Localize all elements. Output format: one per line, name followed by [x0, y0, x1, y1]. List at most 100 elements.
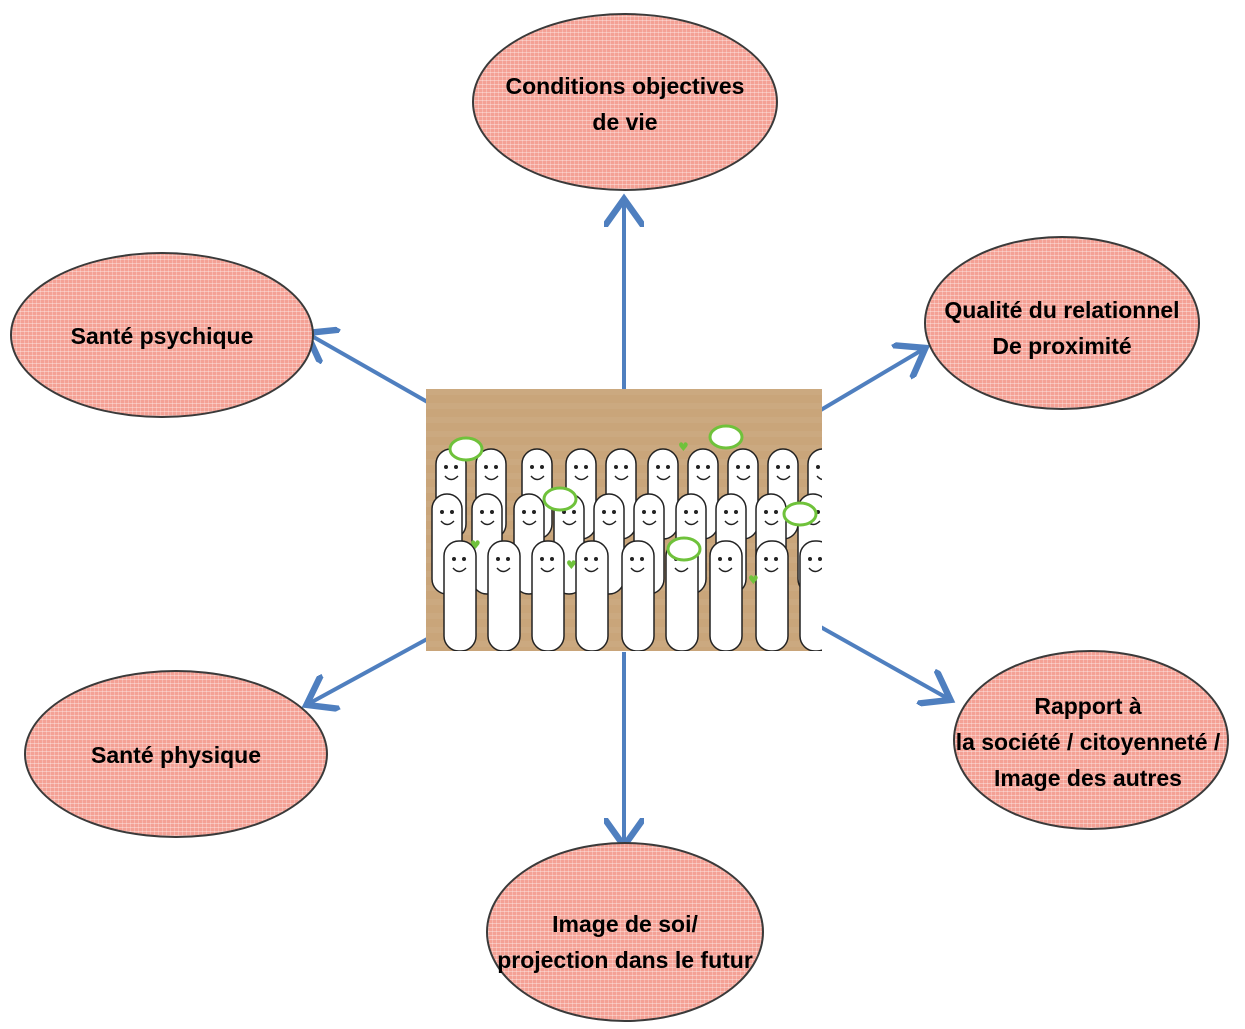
person-smile [602, 520, 617, 526]
person-eye [462, 557, 466, 561]
node-left-lower-ellipse [24, 670, 328, 838]
person-eye [808, 557, 812, 561]
node-top-label: Conditions objectives de vie [472, 68, 778, 140]
person-smile [484, 475, 499, 481]
person-smile [630, 567, 645, 573]
node-right-upper-ellipse [924, 236, 1200, 410]
person-eye [440, 510, 444, 514]
person-eye [484, 465, 488, 469]
node-bottom-label: Image de soi/ projection dans le futur [480, 906, 770, 978]
person-eye [736, 465, 740, 469]
person-eye [642, 510, 646, 514]
node-bottom-line-1: Image de soi/ [552, 911, 698, 937]
crowd-illustration-icon: ♥ ♥ ♥ ♥ [426, 389, 822, 651]
person-eye [718, 557, 722, 561]
photo-texture-stripe [426, 431, 822, 437]
speech-bubble-icon [782, 501, 818, 527]
arrow-to-left-lower [310, 630, 441, 703]
person-eye [774, 557, 778, 561]
person-eye [764, 557, 768, 561]
person-smile [614, 475, 629, 481]
person-smile [642, 520, 657, 526]
node-right-upper-line-1: Qualité du relationnel [944, 297, 1180, 323]
person-eye [818, 557, 822, 561]
person-smile [452, 567, 467, 573]
person-eye [452, 557, 456, 561]
photo-texture-stripe [426, 403, 822, 409]
person-figure [443, 540, 477, 651]
person-eye [594, 557, 598, 561]
node-left-upper-line-1: Santé psychique [70, 323, 254, 349]
person-eye [734, 510, 738, 514]
person-smile [696, 475, 711, 481]
node-right-lower-line-2: la société / citoyenneté / [955, 729, 1221, 755]
heart-icon: ♥ [748, 573, 759, 587]
person-eye [724, 510, 728, 514]
person-figure [487, 540, 521, 651]
node-top-ellipse [472, 13, 778, 191]
speech-bubble-icon [708, 424, 744, 450]
heart-icon: ♥ [566, 558, 577, 572]
node-left-lower-label: Santé physique [24, 737, 328, 773]
person-smile [562, 520, 577, 526]
node-top-line-1: Conditions objectives [505, 73, 745, 99]
person-figure [755, 540, 789, 651]
person-smile [656, 475, 671, 481]
person-eye [540, 465, 544, 469]
node-left-upper-label: Santé psychique [10, 318, 314, 354]
person-eye [602, 510, 606, 514]
person-smile [574, 475, 589, 481]
person-eye [480, 510, 484, 514]
person-eye [496, 557, 500, 561]
person-smile [480, 520, 495, 526]
person-eye [530, 465, 534, 469]
person-eye [706, 465, 710, 469]
person-eye [776, 465, 780, 469]
heart-icon: ♥ [470, 538, 481, 552]
person-eye [774, 510, 778, 514]
person-eye [764, 510, 768, 514]
person-smile [718, 567, 733, 573]
person-eye [816, 465, 820, 469]
person-figure [709, 540, 743, 651]
person-eye [786, 465, 790, 469]
person-eye [614, 465, 618, 469]
node-right-lower-line-1: Rapport à [1034, 693, 1142, 719]
person-figure [621, 540, 655, 651]
person-smile [764, 520, 779, 526]
node-left-upper-ellipse [10, 252, 314, 418]
person-eye [584, 557, 588, 561]
person-eye [624, 465, 628, 469]
person-smile [808, 567, 822, 573]
person-smile [816, 475, 822, 481]
person-eye [696, 465, 700, 469]
person-smile [724, 520, 739, 526]
person-smile [540, 567, 555, 573]
person-eye [630, 557, 634, 561]
speech-bubble-icon [666, 536, 702, 562]
person-figure [799, 540, 822, 651]
person-eye [540, 557, 544, 561]
person-eye [584, 465, 588, 469]
person-smile [674, 567, 689, 573]
person-eye [694, 510, 698, 514]
speech-bubble-icon [542, 486, 578, 512]
node-right-upper-label: Qualité du relationnel De proximité [924, 292, 1200, 364]
photo-texture-stripe [426, 389, 822, 395]
person-eye [728, 557, 732, 561]
person-eye [450, 510, 454, 514]
node-right-lower-line-3: Image des autres [994, 765, 1182, 791]
node-bottom-ellipse [486, 842, 764, 1022]
person-eye [574, 465, 578, 469]
person-smile [684, 520, 699, 526]
person-eye [656, 465, 660, 469]
person-smile [440, 520, 455, 526]
person-smile [530, 475, 545, 481]
heart-icon: ♥ [678, 440, 689, 454]
person-eye [494, 465, 498, 469]
person-eye [746, 465, 750, 469]
arrow-to-left-upper [310, 335, 446, 414]
person-eye [490, 510, 494, 514]
person-smile [522, 520, 537, 526]
person-eye [684, 510, 688, 514]
